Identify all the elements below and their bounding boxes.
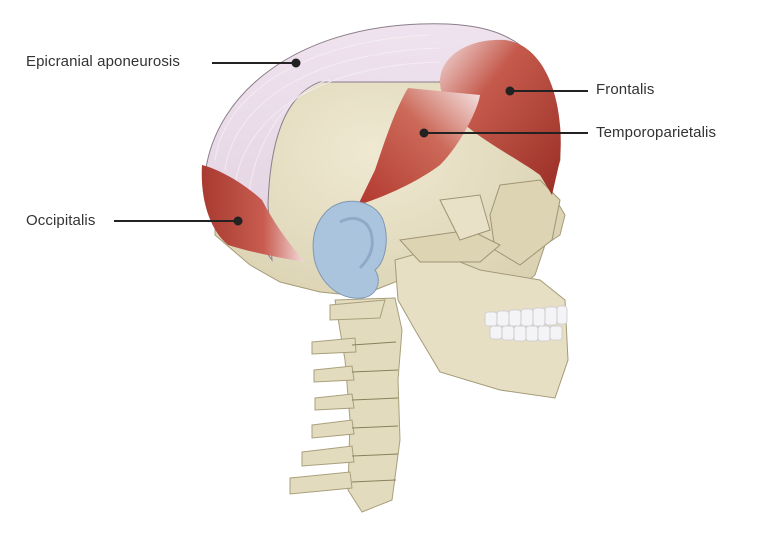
cervical-spine [289,297,403,513]
label-frontalis: Frontalis [596,81,655,98]
mandible [394,249,569,399]
temporoparietalis-shape [358,88,480,205]
label-occipitalis: Occipitalis [26,212,96,229]
frontalis-shape [440,39,561,196]
teeth [484,305,568,342]
occipitalis-shape [201,165,305,262]
label-epicranial-aponeurosis: Epicranial aponeurosis [26,53,180,70]
leader-lines [114,58,588,226]
label-temporoparietalis: Temporoparietalis [596,124,717,141]
